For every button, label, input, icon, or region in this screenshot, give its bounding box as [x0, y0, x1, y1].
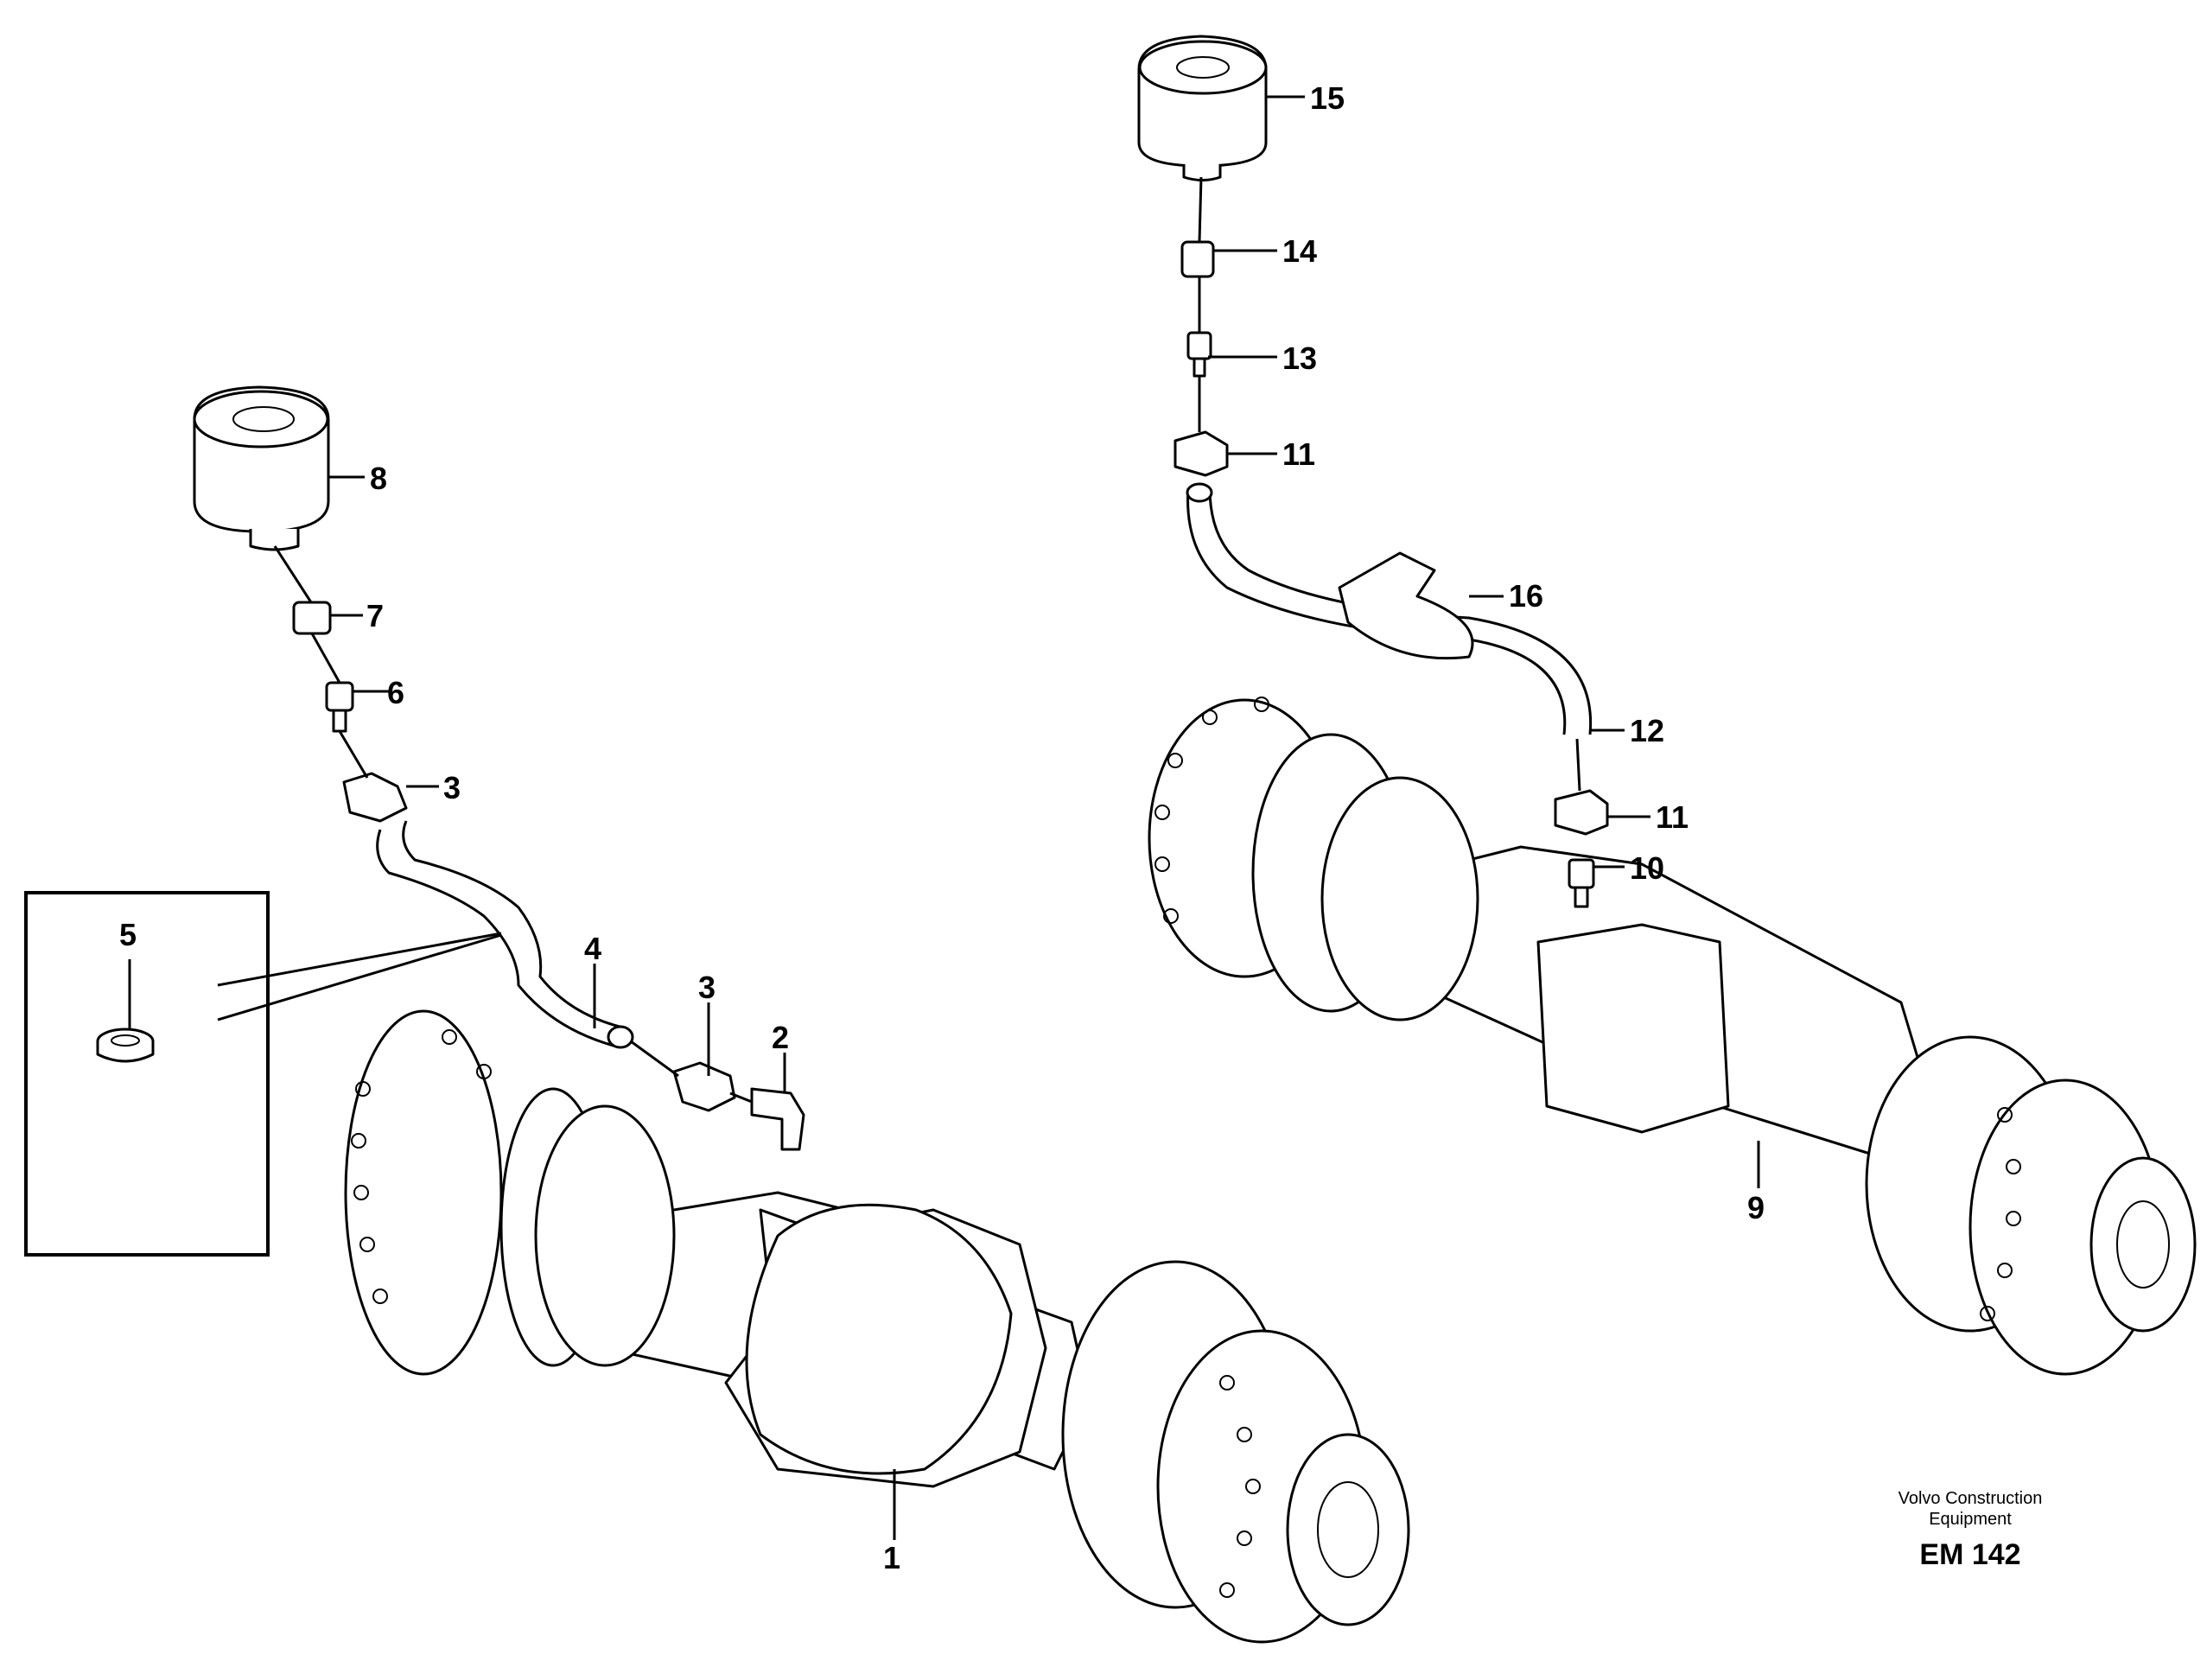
callout-11-upper: 11: [1282, 436, 1315, 472]
callout-14: 14: [1282, 233, 1317, 269]
front-axle: [344, 1009, 1410, 1644]
callout-6: 6: [387, 675, 404, 710]
callout-9: 9: [1747, 1190, 1765, 1225]
callout-10: 10: [1630, 850, 1664, 886]
callout-2: 2: [772, 1020, 789, 1055]
callout-labels: 1 2 3 3 4 5 6 7 8 9 10 11 11 12 13 14 15…: [119, 80, 1765, 1575]
callout-4: 4: [584, 931, 601, 966]
front-breather-line: [193, 385, 805, 1151]
rear-axle: [1148, 697, 2197, 1376]
callout-3-lower: 3: [698, 970, 716, 1005]
callout-13: 13: [1282, 340, 1317, 376]
inset-detail-box: [24, 891, 502, 1257]
callout-8: 8: [370, 461, 387, 496]
callout-5: 5: [119, 917, 137, 952]
rear-breather-line: [1137, 35, 1609, 908]
leader-lines: [128, 95, 1760, 1540]
callout-11-lower: 11: [1656, 799, 1689, 835]
callout-12: 12: [1630, 713, 1664, 748]
credit-line-2: Equipment: [1929, 1510, 2012, 1529]
callout-7: 7: [366, 598, 384, 633]
callout-1: 1: [883, 1540, 900, 1575]
publisher-credit: Volvo Construction Equipment EM 142: [1899, 1489, 2043, 1571]
callout-15: 15: [1310, 80, 1345, 116]
callout-3-upper: 3: [443, 770, 461, 805]
callout-16: 16: [1509, 578, 1543, 614]
credit-line-1: Volvo Construction: [1899, 1489, 2043, 1508]
diagram-code: EM 142: [1919, 1538, 2020, 1571]
